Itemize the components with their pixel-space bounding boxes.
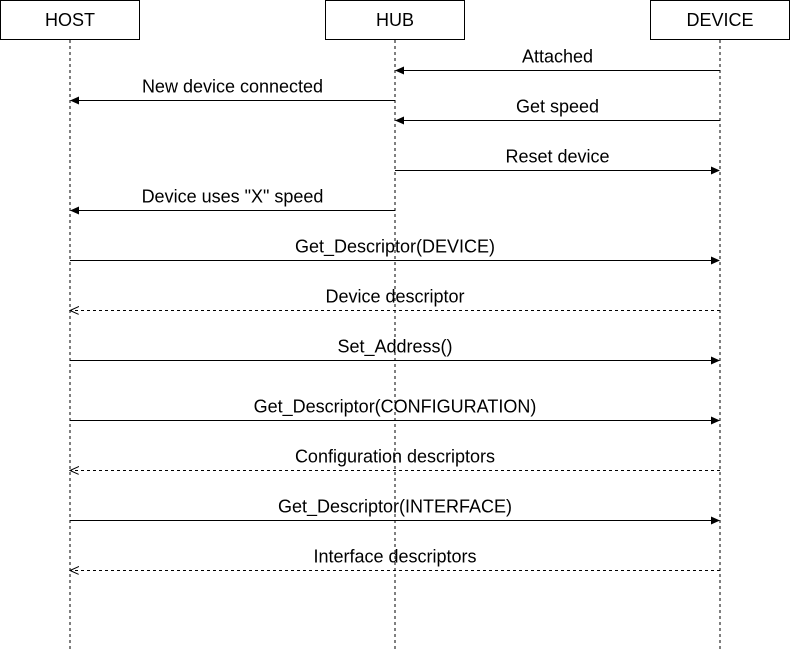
message-2: New device connected bbox=[70, 77, 395, 105]
message-label: Attached bbox=[522, 47, 593, 67]
participant-box bbox=[325, 0, 465, 40]
message-1: Attached bbox=[395, 47, 720, 75]
message-label: Reset device bbox=[505, 147, 609, 167]
message-label: New device connected bbox=[142, 77, 323, 97]
message-5: Device uses "X" speed bbox=[70, 187, 395, 215]
participant-host: HOST bbox=[0, 0, 140, 40]
message-label: Get speed bbox=[516, 97, 599, 117]
message-label: Set_Address() bbox=[337, 337, 452, 358]
message-4: Reset device bbox=[395, 147, 720, 175]
message-label: Get_Descriptor(DEVICE) bbox=[295, 237, 495, 258]
message-3: Get speed bbox=[395, 97, 720, 125]
participant-box bbox=[0, 0, 140, 40]
participant-device: DEVICE bbox=[650, 0, 790, 40]
participant-label: HUB bbox=[376, 10, 414, 30]
message-8: Set_Address() bbox=[70, 337, 720, 365]
message-label: Get_Descriptor(CONFIGURATION) bbox=[254, 397, 537, 418]
message-label: Get_Descriptor(INTERFACE) bbox=[278, 497, 512, 518]
participant-box bbox=[650, 0, 790, 40]
message-11: Get_Descriptor(INTERFACE) bbox=[70, 497, 720, 525]
message-label: Configuration descriptors bbox=[295, 447, 495, 467]
message-label: Device uses "X" speed bbox=[142, 187, 324, 207]
message-6: Get_Descriptor(DEVICE) bbox=[70, 237, 720, 265]
message-label: Device descriptor bbox=[325, 287, 464, 307]
participant-label: DEVICE bbox=[686, 10, 753, 30]
participant-hub: HUB bbox=[325, 0, 465, 40]
message-9: Get_Descriptor(CONFIGURATION) bbox=[70, 397, 720, 425]
participant-label: HOST bbox=[45, 10, 95, 30]
message-7: Device descriptor bbox=[71, 287, 720, 311]
message-12: Interface descriptors bbox=[71, 547, 720, 571]
message-10: Configuration descriptors bbox=[71, 447, 720, 471]
message-label: Interface descriptors bbox=[313, 547, 476, 567]
